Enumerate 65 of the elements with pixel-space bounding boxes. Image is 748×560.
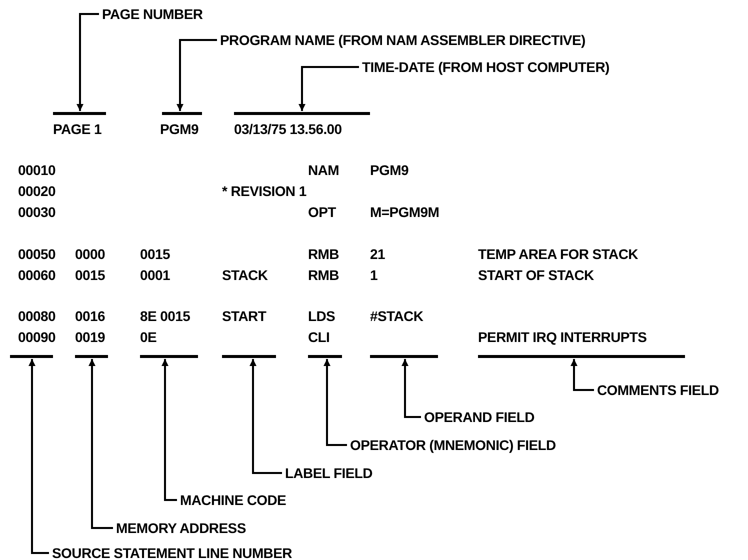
leader-line	[28, 359, 49, 554]
header-text: PAGE 1	[53, 121, 102, 137]
leader-line	[88, 359, 113, 529]
field-underline	[308, 355, 342, 358]
listing-text: START OF STACK	[478, 267, 594, 283]
listing-text: STACK	[222, 267, 268, 283]
listing-text: CLI	[308, 329, 330, 345]
listing-text: 00090	[18, 329, 56, 345]
listing-text: M=PGM9M	[370, 204, 440, 220]
callout-label: SOURCE STATEMENT LINE NUMBER	[52, 545, 292, 560]
listing-text: 0015	[140, 246, 170, 262]
listing-text: TEMP AREA FOR STACK	[478, 246, 638, 262]
field-underline	[370, 355, 438, 358]
listing-text: 00010	[18, 162, 56, 178]
listing-text: 00050	[18, 246, 56, 262]
listing-text: #STACK	[370, 308, 424, 324]
field-underline	[234, 112, 370, 115]
listing-text: START	[222, 308, 266, 324]
callout-label: OPERATOR (MNEMONIC) FIELD	[350, 437, 556, 453]
listing-text: OPT	[308, 204, 336, 220]
listing-text: 00080	[18, 308, 56, 324]
listing-text: 0001	[140, 267, 170, 283]
callout-label: COMMENTS FIELD	[597, 382, 719, 398]
leader-line	[402, 359, 421, 418]
callout-label: OPERAND FIELD	[424, 409, 534, 425]
listing-text: PGM9	[370, 162, 408, 178]
listing-text: 0019	[75, 329, 105, 345]
leader-line	[250, 359, 282, 474]
leader-line	[76, 13, 99, 111]
listing-text: 0000	[75, 246, 105, 262]
field-underline	[75, 355, 108, 358]
listing-text: 0015	[75, 267, 105, 283]
field-underline	[162, 112, 202, 115]
listing-text: * REVISION 1	[222, 183, 306, 199]
field-underline	[53, 112, 106, 115]
leader-line	[298, 66, 359, 111]
callout-label: LABEL FIELD	[285, 465, 372, 481]
field-underline	[478, 355, 685, 358]
listing-text: LDS	[308, 308, 336, 324]
callout-label: PAGE NUMBER	[102, 6, 203, 22]
listing-text: RMB	[308, 246, 339, 262]
listing-text: NAM	[308, 162, 339, 178]
leader-line	[570, 359, 594, 391]
listing-text: 8E 0015	[140, 308, 190, 324]
field-underline	[140, 355, 198, 358]
listing-text: PERMIT IRQ INTERRUPTS	[478, 329, 647, 345]
callout-label: MACHINE CODE	[180, 492, 286, 508]
callout-label: MEMORY ADDRESS	[116, 520, 246, 536]
header-text: 03/13/75 13.56.00	[234, 121, 342, 137]
field-underline	[222, 355, 276, 358]
header-text: PGM9	[160, 121, 198, 137]
listing-text: 00020	[18, 183, 56, 199]
listing-text: RMB	[308, 267, 339, 283]
leader-line	[324, 359, 347, 446]
leader-line	[176, 39, 217, 111]
listing-text: 00030	[18, 204, 56, 220]
listing-text: 00060	[18, 267, 56, 283]
field-underline	[10, 355, 53, 358]
listing-text: 1	[370, 267, 378, 283]
listing-text: 21	[370, 246, 385, 262]
callout-label: PROGRAM NAME (FROM NAM ASSEMBLER DIRECTIVE)	[220, 32, 586, 48]
listing-text: 0E	[140, 329, 157, 345]
leader-line	[162, 359, 177, 501]
callout-label: TIME-DATE (FROM HOST COMPUTER)	[362, 59, 610, 75]
listing-text: 0016	[75, 308, 105, 324]
